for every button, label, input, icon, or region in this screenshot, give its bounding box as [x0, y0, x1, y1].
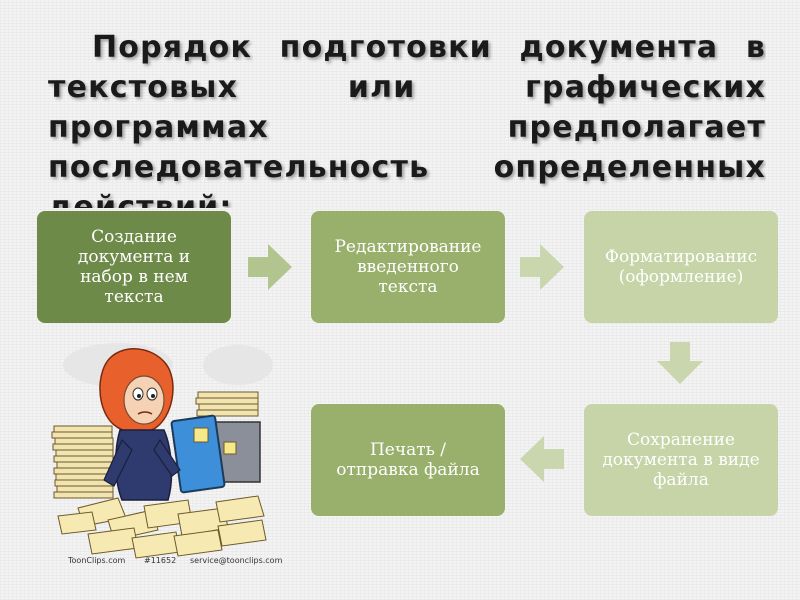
arrow-left-icon	[520, 436, 564, 482]
step-create-document: Создание документа и набор в нем текста	[37, 211, 231, 323]
step-save-file: Сохранение документа в виде файла	[584, 404, 778, 516]
step-label: Создание документа и набор в нем текста	[77, 227, 191, 307]
step-edit-text: Редактирование введенного текста	[311, 211, 505, 323]
arrow-down-icon	[657, 342, 703, 384]
step-label: Сохранение документа в виде файла	[602, 430, 760, 490]
step-format: Форматированис (оформление)	[584, 211, 778, 323]
clipart-credit: #11652	[144, 556, 177, 565]
stressed-woman-with-papers-icon	[51, 343, 273, 559]
page-title: Порядок подготовки документа в текстовых…	[48, 30, 766, 208]
arrow-right-icon	[248, 244, 292, 290]
step-label: Редактирование введенного текста	[334, 237, 482, 297]
step-print-send: Печать / отправка файла	[311, 404, 505, 516]
clipart-credit: ToonClips.com	[68, 556, 126, 565]
step-label: Печать / отправка файла	[336, 440, 480, 480]
clipart-credit: service@toonclips.com	[190, 556, 283, 565]
arrow-right-icon	[520, 244, 564, 290]
step-label: Форматированис (оформление)	[604, 247, 758, 287]
